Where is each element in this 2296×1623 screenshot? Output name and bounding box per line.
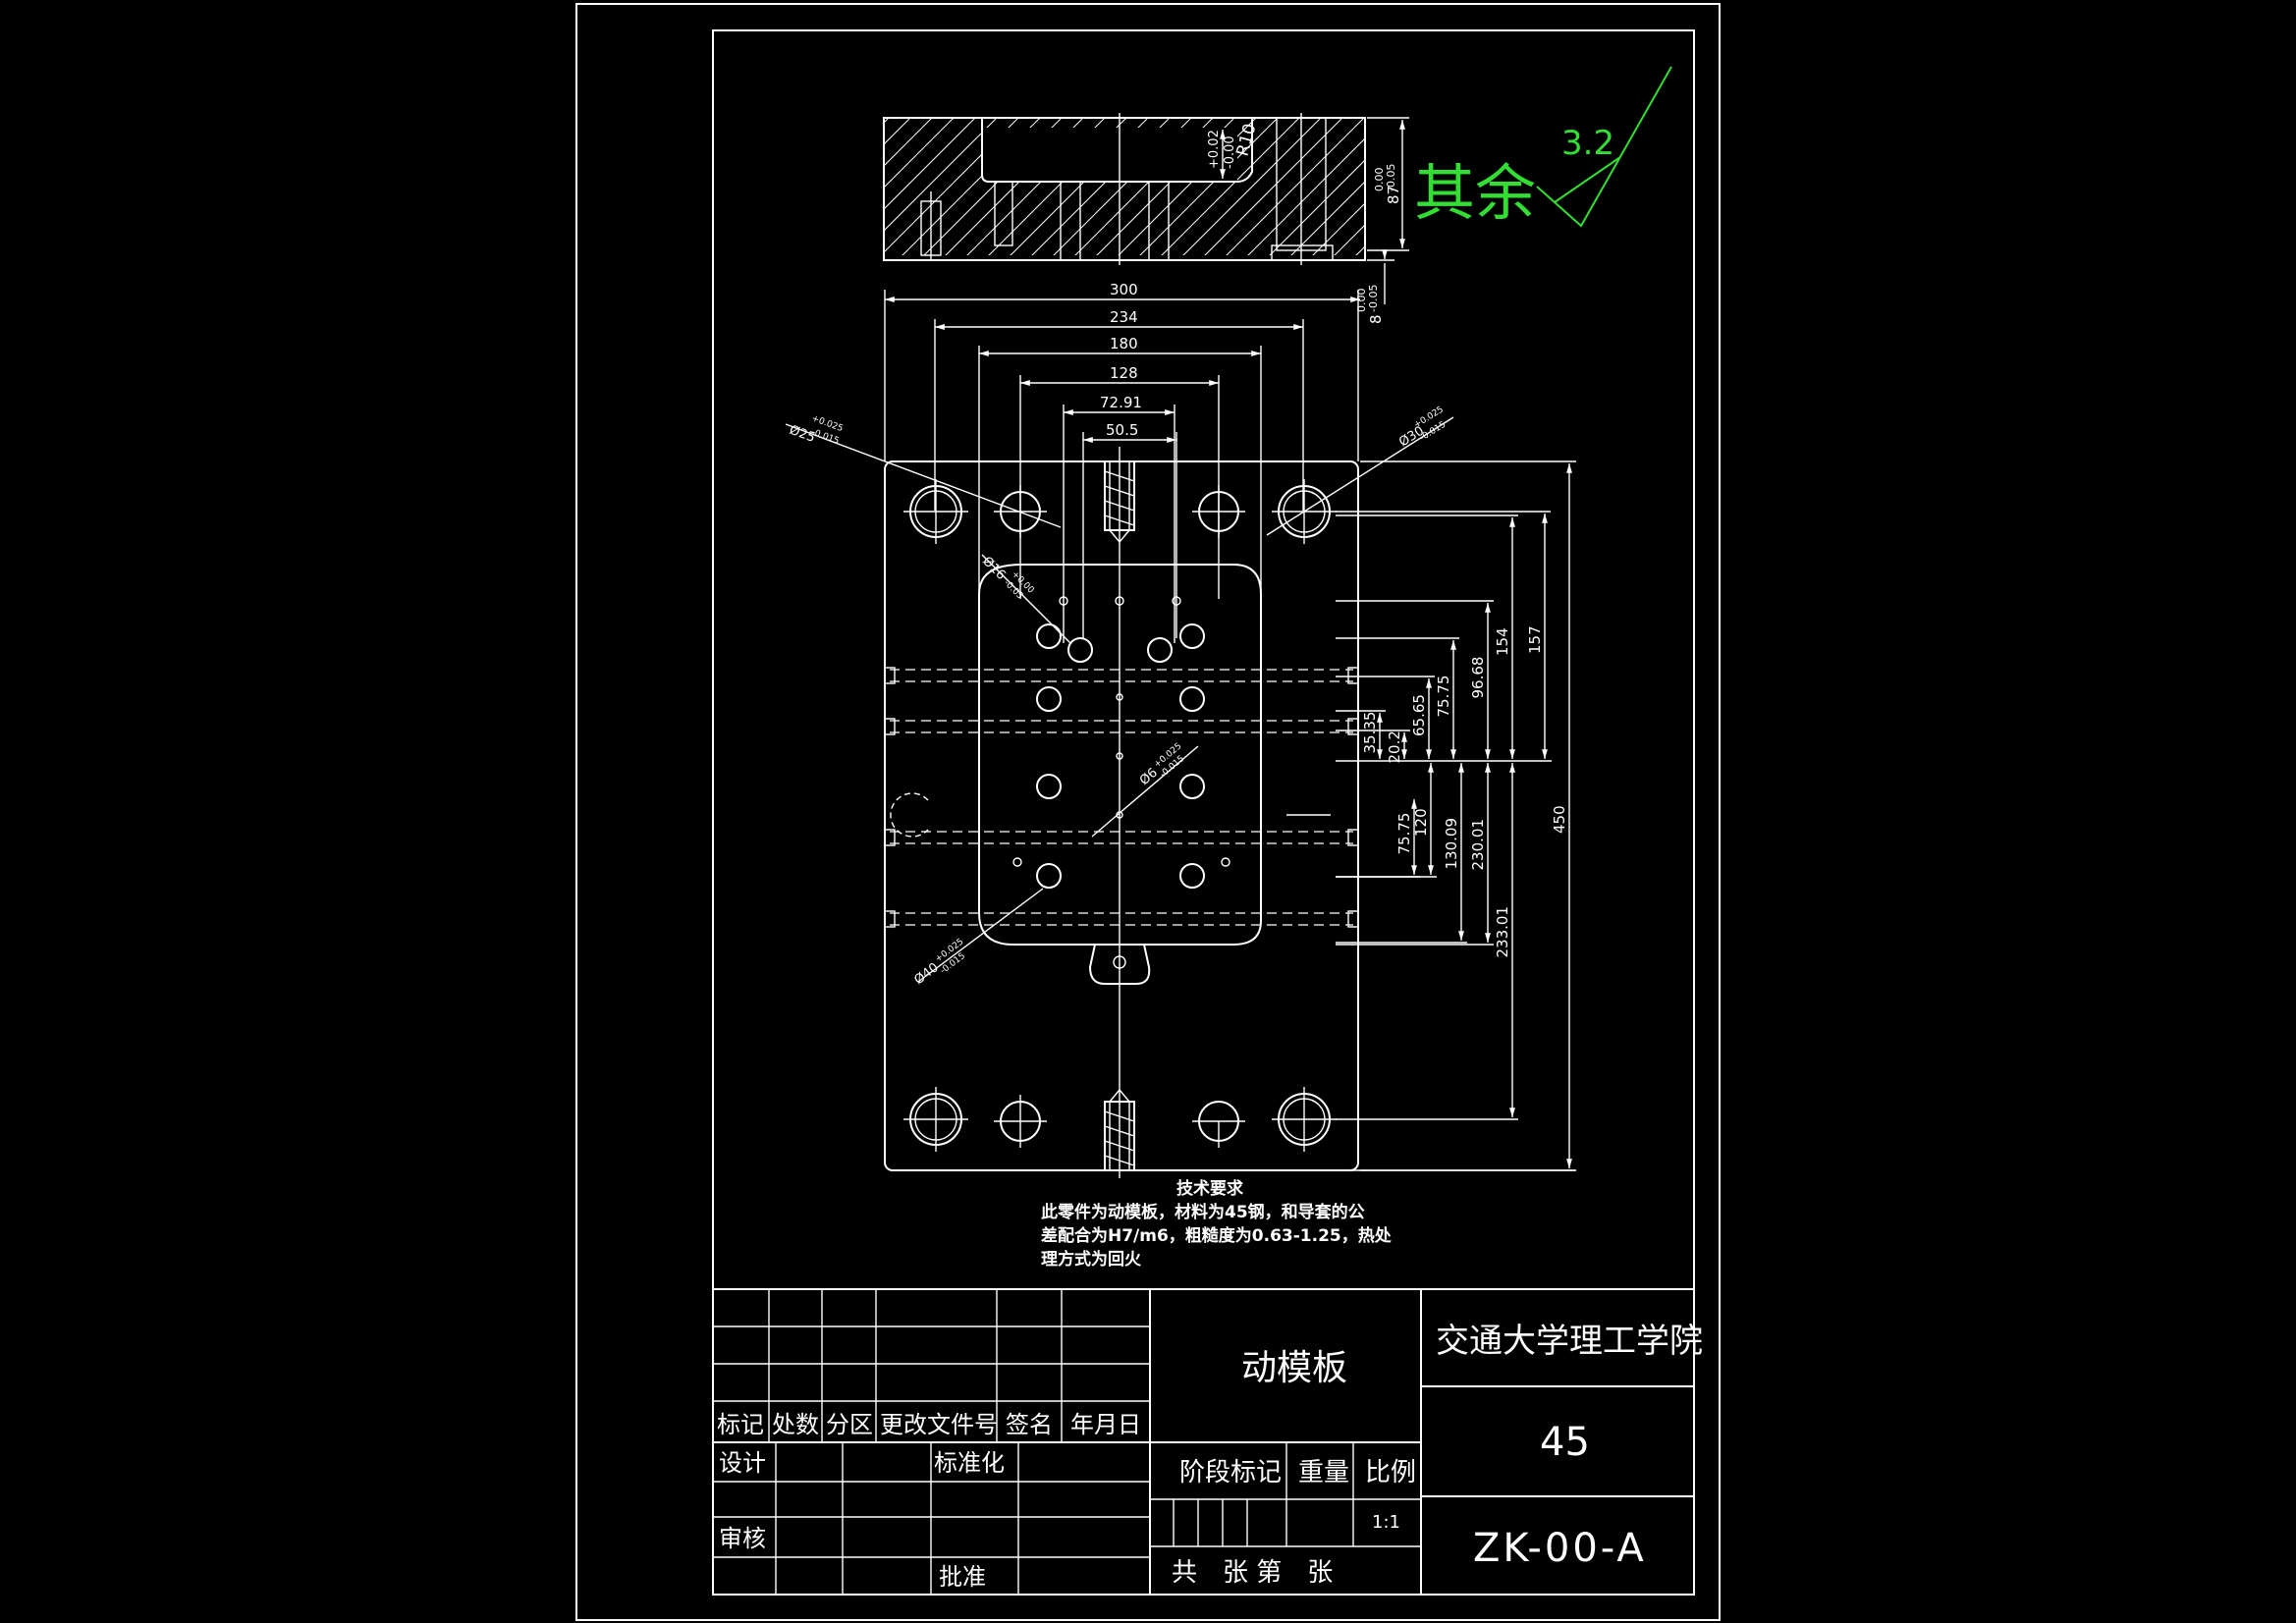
design-label: 设计 bbox=[719, 1449, 766, 1477]
notes-line-2: 差配合为H7/m6，粗糙度为0.63-1.25，热处 bbox=[1041, 1225, 1393, 1246]
dim-234: 234 bbox=[1110, 308, 1138, 326]
vdim-label-6: 157 bbox=[1526, 625, 1544, 654]
pocket-tol-upper: +0.02 bbox=[1207, 130, 1222, 169]
rev-header-mark: 标记 bbox=[717, 1411, 764, 1438]
vdim-label-0: 35.35 bbox=[1361, 712, 1379, 754]
dia-40: Ø40 bbox=[911, 960, 941, 988]
sheets-label: 共 张 第 张 bbox=[1172, 1558, 1333, 1588]
roughness-value: 3.2 bbox=[1561, 124, 1614, 163]
vdim-label-2: 65.65 bbox=[1410, 694, 1428, 736]
part-name: 动模板 bbox=[1241, 1348, 1347, 1388]
section-tol-upper: 0.00 bbox=[1373, 168, 1386, 192]
section-tol-lower: -0.05 bbox=[1385, 164, 1397, 191]
material-value: 45 bbox=[1540, 1420, 1590, 1465]
dim-72-91: 72.91 bbox=[1100, 394, 1142, 411]
vdim-label-3: 75.75 bbox=[1435, 676, 1452, 718]
vdim-label-11: 233.01 bbox=[1494, 906, 1511, 958]
standardize-label: 标准化 bbox=[934, 1449, 1005, 1477]
vdim-label-5: 154 bbox=[1494, 627, 1511, 656]
rev-header-zone: 分区 bbox=[826, 1411, 873, 1438]
notes-title: 技术要求 bbox=[1176, 1178, 1243, 1199]
vdim-label-10: 230.01 bbox=[1469, 819, 1487, 871]
roughness-prefix: 其余 bbox=[1414, 157, 1536, 229]
rev-header-doc: 更改文件号 bbox=[880, 1411, 998, 1438]
radius-label: R10 bbox=[1233, 122, 1261, 158]
vdim-label-7: 75.75 bbox=[1395, 813, 1413, 855]
rev-header-count: 处数 bbox=[772, 1411, 819, 1438]
sheet-border bbox=[575, 3, 1721, 1621]
roughness-symbol: 其余 3.2 bbox=[1414, 66, 1672, 229]
vdim-label-1: 20.2 bbox=[1386, 730, 1403, 763]
vdim-label-9: 130.09 bbox=[1443, 818, 1460, 870]
cooling-channels bbox=[884, 667, 1359, 928]
notes-line-3: 理方式为回火 bbox=[1041, 1249, 1142, 1270]
school-name: 交通大学理工学院 bbox=[1436, 1322, 1703, 1361]
horizontal-dimensions: 300 234 180 128 72.91 50.5 bbox=[884, 281, 1360, 643]
rev-header-date: 年月日 bbox=[1070, 1411, 1141, 1438]
section-height: 87 bbox=[1385, 186, 1402, 204]
drawing-number: ZK-00-A bbox=[1473, 1526, 1647, 1571]
stage-mark-label: 阶段标记 bbox=[1179, 1458, 1282, 1488]
weight-label: 重量 bbox=[1298, 1458, 1349, 1488]
vdim-label-8: 120 bbox=[1412, 808, 1430, 837]
ejector-holes bbox=[1012, 596, 1230, 889]
scale-label: 比例 bbox=[1365, 1458, 1416, 1488]
dim-180: 180 bbox=[1110, 335, 1138, 352]
pocket-tol-lower: -0.00 bbox=[1223, 135, 1237, 169]
scale-value: 1:1 bbox=[1372, 1512, 1400, 1533]
cavity-pocket bbox=[978, 564, 1262, 946]
dim-128: 128 bbox=[1110, 364, 1138, 382]
plate-outline bbox=[884, 460, 1359, 1171]
step-tol-lower: -0.05 bbox=[1367, 285, 1380, 312]
notes-line-1: 此零件为动模板，材料为45钢，和导套的公 bbox=[1041, 1202, 1365, 1222]
title-block: 标记 处数 分区 更改文件号 签名 年月日 设计 标准化 审核 批准 动模板 阶… bbox=[712, 1288, 1703, 1596]
rev-header-sign: 签名 bbox=[1006, 1411, 1053, 1438]
vdim-label-4: 96.68 bbox=[1469, 657, 1487, 699]
review-label: 审核 bbox=[719, 1525, 766, 1552]
dim-300: 300 bbox=[1110, 281, 1138, 298]
vdim-label-12: 450 bbox=[1551, 805, 1568, 834]
plan-view bbox=[884, 447, 1359, 1178]
approve-label: 批准 bbox=[939, 1563, 986, 1591]
dim-50-5: 50.5 bbox=[1106, 421, 1138, 439]
section-step: 8 bbox=[1367, 314, 1385, 324]
technical-notes: 技术要求 此零件为动模板，材料为45钢，和导套的公 差配合为H7/m6，粗糙度为… bbox=[1041, 1178, 1393, 1270]
